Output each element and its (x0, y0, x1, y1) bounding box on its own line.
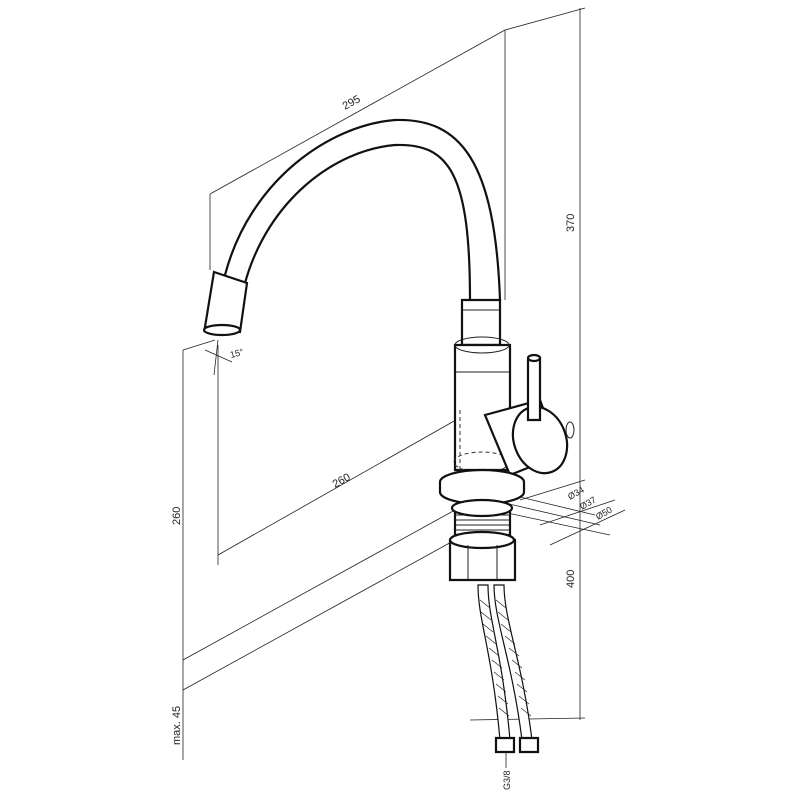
hose-nut-right (518, 736, 540, 754)
dim-260-top-ext (182, 339, 216, 351)
label-260-projection: 260 (331, 471, 353, 490)
aerator (203, 270, 249, 334)
dim-deck-line (182, 539, 456, 691)
spout-inner (243, 143, 472, 301)
label-260-height: 260 (171, 507, 183, 525)
label-d34: Ø34 (566, 485, 586, 502)
lever-tip (526, 353, 542, 363)
dim-angle-line2 (213, 339, 219, 376)
label-370: 370 (565, 214, 577, 232)
dim-dia-cross (539, 499, 616, 526)
handle-cap-edge (565, 421, 575, 439)
dim-370-bottom-ext (519, 479, 586, 501)
hose-braid (479, 599, 532, 717)
dim-295-line (209, 29, 506, 195)
faucet (202, 118, 575, 768)
lever-rod (526, 356, 542, 422)
dim-260-projection-line (217, 411, 471, 556)
aerator-outlet (202, 323, 242, 337)
lock-washer (450, 498, 514, 518)
label-d50: Ø50 (594, 505, 614, 522)
label-295: 295 (341, 93, 363, 112)
label-400: 400 (565, 570, 577, 588)
dimension-lines (182, 7, 626, 760)
dim-260-bottom-ext (182, 509, 456, 661)
dim-dia-cross2 (549, 509, 626, 546)
nut-top (448, 530, 516, 550)
dim-370-top-ext (504, 7, 586, 31)
body-top-ellipse (454, 336, 510, 354)
label-g38: G3/8 (502, 770, 512, 790)
dim-angle-line (204, 349, 233, 363)
dimension-labels: 295 370 260 260 400 max. 45 15° Ø34 Ø37 … (171, 93, 614, 790)
label-15deg: 15° (229, 347, 245, 360)
label-max45: max. 45 (171, 706, 183, 745)
hose-nut-left (494, 736, 516, 754)
